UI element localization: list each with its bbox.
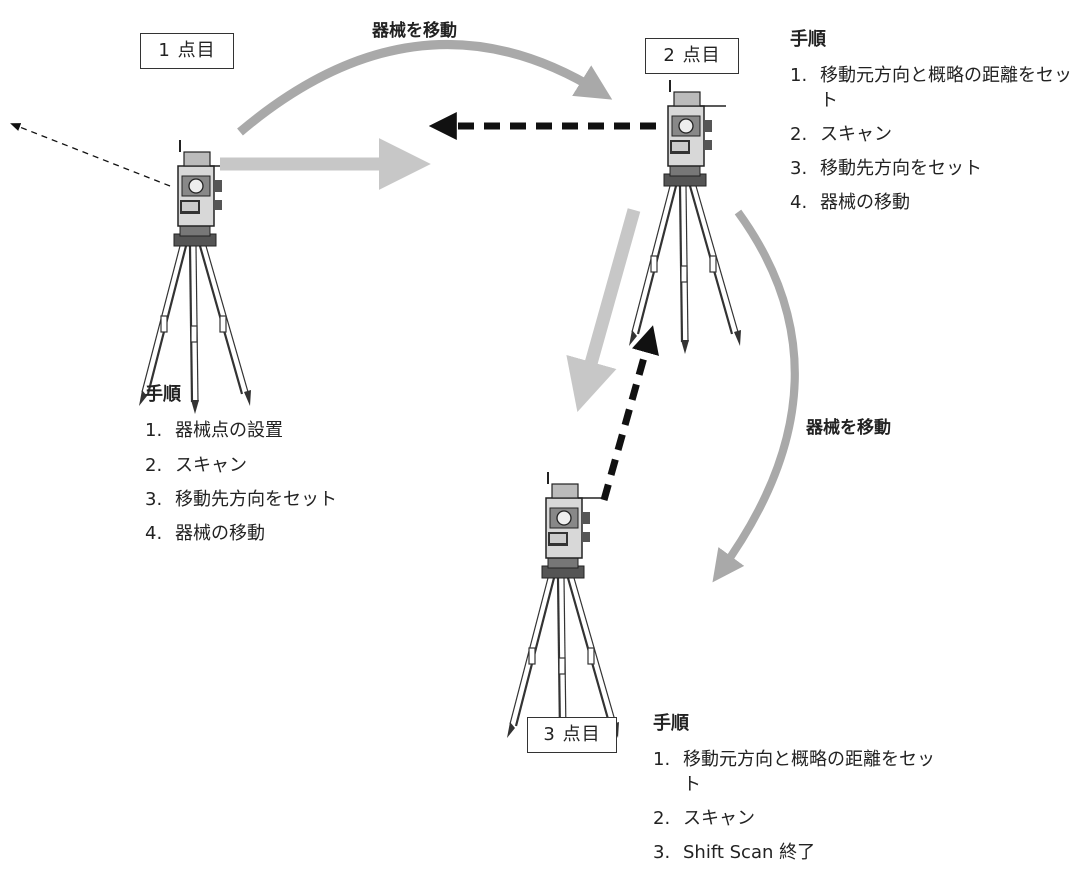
move-arrow-1-to-2 — [237, 39, 613, 136]
step-number: 4. — [145, 523, 163, 545]
step-text: スキャン — [175, 454, 247, 476]
procedure-step: 2. スキャン — [145, 454, 415, 478]
procedure-station-3: 手順 1. 移動元方向と概略の距離をセット 2. スキャン 3. Shift Scan… — [653, 712, 943, 875]
step-number: 1. — [653, 749, 671, 771]
station-label-2: 2 点目 — [645, 38, 739, 74]
step-number: 3. — [790, 158, 808, 180]
procedure-title: 手順 — [145, 384, 181, 405]
station-label-1: 1 点目 — [140, 33, 234, 69]
procedure-step: 1. 移動元方向と概略の距離をセット — [653, 748, 943, 797]
procedure-step: 3. 移動先方向をセット — [145, 488, 415, 512]
procedure-station-2: 手順 1.移動元方向と概略の距離をセット 2.スキャン 3.移動先方向をセット … — [790, 28, 1080, 226]
instrument-3-icon — [505, 470, 621, 748]
procedure-step: 2. スキャン — [790, 123, 1080, 147]
step-number: 2. — [790, 123, 808, 145]
step-number: 2. — [653, 807, 671, 829]
procedure-title: 手順 — [790, 29, 826, 50]
step-number: 4. — [790, 192, 808, 214]
step-text: 器械の移動 — [820, 192, 910, 214]
backsight-arrow-3-to-2 — [600, 325, 659, 501]
step-number: 3. — [145, 488, 163, 510]
move-arrow-2-to-3 — [712, 209, 799, 583]
step-text: 移動先方向をセット — [175, 488, 337, 510]
step-text: 移動先方向をセット — [820, 158, 982, 180]
step-text: 移動元方向と概略の距離をセット — [820, 65, 1072, 111]
step-text: スキャン — [820, 123, 892, 145]
move-label-2: 器械を移動 — [806, 418, 891, 438]
step-number: 1. — [790, 65, 808, 87]
instrument-2-icon — [627, 78, 743, 356]
procedure-step: 4. 器械の移動 — [790, 191, 1080, 215]
step-text: 器械点の設置 — [175, 420, 283, 442]
backsight-direction-arrow — [10, 123, 171, 187]
station-label-3: 3 点目 — [527, 717, 617, 753]
step-text: スキャン — [683, 807, 755, 829]
step-text: 器械の移動 — [175, 523, 265, 545]
procedure-step: 3. Shift Scan 終了 — [653, 841, 943, 865]
procedure-station-1: 手順 1. 器械点の設置 2. スキャン 3. 移動先方向をセット 4. 器械の移動 — [145, 383, 415, 556]
step-number: 1. — [145, 420, 163, 442]
procedure-step: 3. 移動先方向をセット — [790, 157, 1080, 181]
procedure-step: 2. スキャン — [653, 807, 943, 831]
procedure-step: 1. 器械点の設置 — [145, 419, 415, 443]
procedure-title: 手順 — [653, 713, 689, 734]
procedure-step: 4. 器械の移動 — [145, 522, 415, 546]
step-text: 移動元方向と概略の距離をセット — [683, 749, 935, 795]
step-text: Shift Scan 終了 — [683, 842, 816, 864]
step-number: 3. — [653, 842, 671, 864]
procedure-step: 1. 移動元方向と概略の距離をセット — [790, 64, 1080, 113]
move-label-1: 器械を移動 — [372, 21, 457, 41]
forward-direction-arrow-2 — [566, 208, 641, 413]
step-number: 2. — [145, 454, 163, 476]
